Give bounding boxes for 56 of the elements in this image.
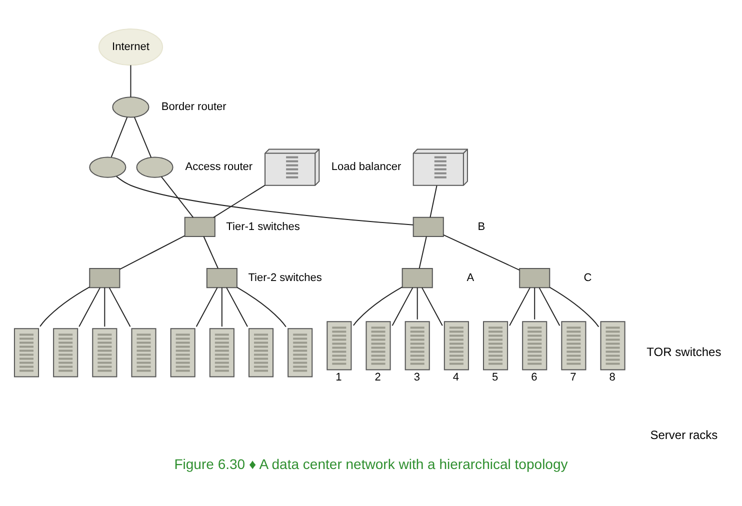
connector bbox=[203, 236, 218, 269]
connector bbox=[108, 287, 131, 328]
connector bbox=[430, 185, 438, 218]
connector bbox=[116, 176, 414, 226]
node-label: Load balancer bbox=[331, 161, 402, 174]
node-box bbox=[184, 216, 216, 237]
node-label: C bbox=[584, 272, 592, 284]
connector bbox=[236, 286, 286, 328]
node-box bbox=[519, 268, 550, 288]
node-label: Tier-1 switches bbox=[226, 220, 300, 233]
connector bbox=[130, 64, 132, 98]
node-box bbox=[402, 268, 433, 288]
node-label: 7 bbox=[570, 372, 576, 384]
node-circle bbox=[112, 96, 150, 118]
connector bbox=[196, 287, 218, 328]
connector bbox=[422, 287, 443, 326]
node-circle bbox=[136, 156, 174, 178]
node-label: 8 bbox=[609, 372, 616, 384]
connector bbox=[443, 234, 520, 271]
node-box bbox=[89, 268, 120, 288]
caption: Figure 6.30 ♦ A data center network with a hierarchical topology bbox=[174, 456, 568, 472]
connector bbox=[104, 287, 106, 328]
node-label: Tier-2 switches bbox=[248, 272, 322, 284]
connector bbox=[226, 287, 248, 328]
connector bbox=[78, 287, 101, 328]
node-circle bbox=[89, 156, 126, 178]
node-label: Border router bbox=[161, 100, 226, 113]
node-label: Access router bbox=[185, 161, 253, 174]
connector bbox=[538, 287, 560, 326]
node-label: 6 bbox=[531, 372, 538, 384]
connector bbox=[509, 287, 530, 326]
connector bbox=[392, 287, 414, 326]
node-label: 3 bbox=[414, 372, 420, 384]
node-box bbox=[412, 216, 444, 237]
node-label: 1 bbox=[336, 372, 342, 384]
connector bbox=[416, 287, 418, 320]
node-label: 5 bbox=[492, 372, 498, 384]
connector bbox=[549, 286, 600, 328]
connector bbox=[110, 116, 128, 158]
connector bbox=[40, 286, 90, 327]
connector bbox=[160, 176, 194, 218]
connector bbox=[221, 287, 222, 328]
connector bbox=[418, 236, 427, 269]
label: TOR switches bbox=[646, 344, 722, 359]
connector bbox=[213, 184, 266, 218]
node-ellipse: Internet bbox=[98, 28, 164, 66]
node-box bbox=[206, 268, 238, 288]
connector bbox=[534, 287, 536, 320]
node-label: B bbox=[478, 220, 486, 233]
label: Server racks bbox=[650, 428, 718, 442]
node-label: 2 bbox=[374, 372, 381, 384]
connector bbox=[352, 286, 403, 326]
connector bbox=[134, 116, 152, 158]
node-label: A bbox=[466, 272, 474, 284]
connector bbox=[119, 235, 186, 270]
node-label: 4 bbox=[452, 372, 460, 384]
